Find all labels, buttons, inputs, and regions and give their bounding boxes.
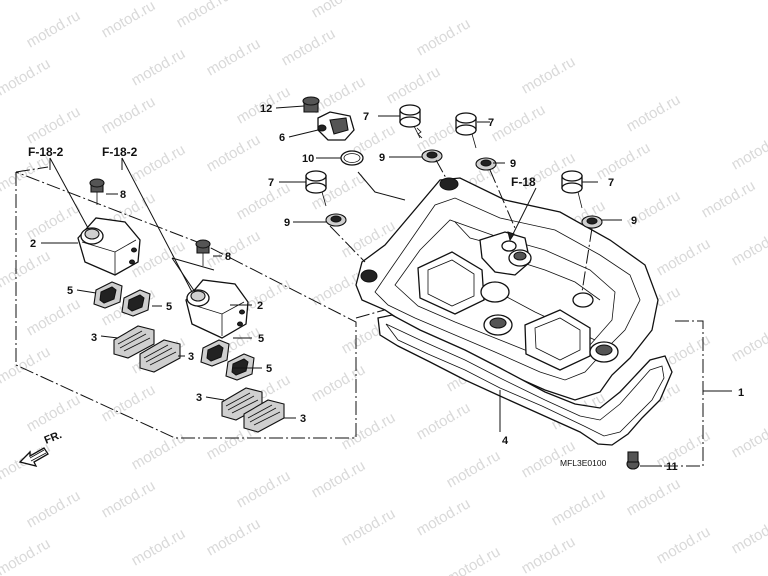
callout-9b: 9 — [510, 158, 516, 170]
watermark-text: motod.ru — [384, 63, 444, 107]
watermark-text: motod.ru — [339, 505, 399, 549]
callout-7a: 7 — [363, 111, 369, 123]
watermark-text: motod.ru — [414, 399, 474, 443]
watermark-text: motod.ru — [129, 45, 189, 89]
cylinder-head-cover — [355, 177, 659, 401]
watermark-text: motod.ru — [444, 447, 504, 491]
watermark-text: motod.ru — [729, 417, 768, 461]
ignition-coil-right — [185, 279, 249, 339]
ref-f18: F-18 — [511, 175, 536, 189]
callout-3d: 3 — [300, 413, 306, 425]
watermark-text: motod.ru — [24, 103, 84, 147]
filters-3 — [113, 325, 285, 433]
callout-1: 1 — [738, 387, 744, 399]
ignition-coil-left — [77, 217, 141, 276]
bolts-8 — [89, 178, 211, 266]
watermark-text: motod.ru — [519, 533, 579, 576]
callout-9d: 9 — [631, 215, 637, 227]
watermark-text: motod.ru — [489, 101, 549, 145]
callout-3c: 3 — [196, 392, 202, 404]
callout-8a: 8 — [120, 189, 126, 201]
watermark-text: motod.ru — [0, 247, 53, 291]
watermark-text: motod.ru — [99, 477, 159, 521]
watermark-text: motod.ru — [129, 429, 189, 473]
watermark-text: motod.ru — [729, 129, 768, 173]
callout-9c: 9 — [284, 217, 290, 229]
watermark-text: motod.ru — [24, 487, 84, 531]
callout-7b: 7 — [488, 117, 494, 129]
watermark-text: motod.ru — [204, 515, 264, 559]
callout-3a: 3 — [91, 332, 97, 344]
head-cover-gasket — [377, 314, 673, 446]
callout-10: 10 — [302, 153, 314, 165]
ref-f18-2-right: F-18-2 — [102, 145, 138, 159]
watermark-text: motod.ru — [339, 409, 399, 453]
callout-5b: 5 — [166, 301, 172, 313]
watermark-text: motod.ru — [549, 485, 609, 529]
callout-8b: 8 — [225, 251, 231, 263]
callout-2a: 2 — [30, 238, 36, 250]
watermark-text: motod.ru — [24, 7, 84, 51]
watermark-text: motod.ru — [204, 131, 264, 175]
watermark-text: motod.ru — [654, 523, 714, 567]
watermark-text: motod.ru — [594, 139, 654, 183]
callout-7c: 7 — [268, 177, 274, 189]
watermark-text: motod.ru — [204, 35, 264, 79]
callout-5c: 5 — [258, 333, 264, 345]
watermark-text: motod.ru — [174, 0, 234, 31]
callout-2b: 2 — [257, 300, 263, 312]
callout-5a: 5 — [67, 285, 73, 297]
callout-numbers: 1 2 2 3 3 3 3 4 5 5 5 5 6 7 7 7 7 8 8 9 … — [30, 103, 744, 473]
watermark-text: motod.ru — [24, 391, 84, 435]
watermark-text: motod.ru — [729, 225, 768, 269]
callout-6: 6 — [279, 132, 285, 144]
watermark-text: motod.ru — [444, 543, 504, 576]
ref-f18-2-left: F-18-2 — [28, 145, 64, 159]
grommets-and-washers — [305, 104, 603, 229]
callout-7d: 7 — [608, 177, 614, 189]
watermark-text: motod.ru — [729, 321, 768, 365]
watermark-text: motod.ru — [99, 0, 159, 41]
watermark-text: motod.ru — [654, 427, 714, 471]
watermark-text: motod.ru — [699, 177, 759, 221]
watermark-text: motod.ru — [309, 0, 369, 21]
diagram-code: MFL3E0100 — [560, 458, 607, 468]
watermark-text: motod.ru — [309, 361, 369, 405]
callout-4: 4 — [502, 435, 509, 447]
watermark-text: motod.ru — [624, 91, 684, 135]
reference-labels: F-18-2 F-18-2 F-18 — [28, 145, 536, 189]
watermark-text: motod.ru — [24, 295, 84, 339]
watermark-text: motod.ru — [654, 235, 714, 279]
watermark-text: motod.ru — [0, 0, 53, 3]
callout-9a: 9 — [379, 152, 385, 164]
watermark-text: motod.ru — [624, 475, 684, 519]
watermark-text: motod.ru — [279, 25, 339, 69]
watermark-text: motod.ru — [24, 199, 84, 243]
bolt-11 — [626, 451, 640, 470]
watermark-text: motod.ru — [99, 93, 159, 137]
watermark-text: motod.ru — [519, 53, 579, 97]
watermark-text: motod.ru — [0, 343, 53, 387]
callout-5d: 5 — [266, 363, 272, 375]
watermark-text: motod.ru — [129, 525, 189, 569]
watermark-text: motod.ru — [0, 535, 53, 576]
sensor-assembly — [302, 96, 364, 166]
watermark-text: motod.ru — [414, 15, 474, 59]
watermark-text: motod.ru — [729, 513, 768, 557]
watermark-text: motod.ru — [234, 467, 294, 511]
callout-3b: 3 — [188, 351, 194, 363]
leader-lines — [41, 105, 732, 467]
watermark-text: motod.ru — [0, 55, 53, 99]
watermark-text: motod.ru — [414, 495, 474, 539]
watermark-text: motod.ru — [129, 141, 189, 185]
callout-11: 11 — [666, 461, 678, 473]
seals-5 — [93, 281, 255, 381]
watermark-text: motod.ru — [99, 381, 159, 425]
direction-label: FR. — [43, 429, 64, 447]
callout-12: 12 — [260, 103, 272, 115]
watermark-text: motod.ru — [309, 457, 369, 501]
